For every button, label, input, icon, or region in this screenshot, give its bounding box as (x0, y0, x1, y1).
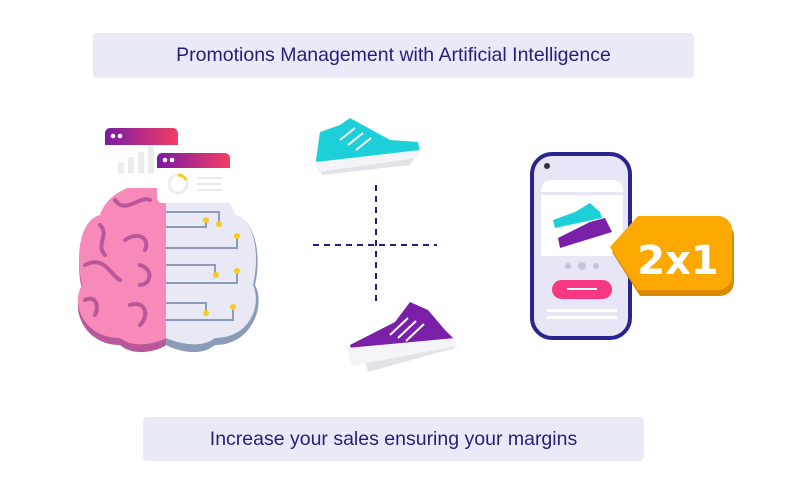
ai-brain-icon (77, 128, 259, 353)
dashed-cross-divider (313, 185, 437, 305)
sneaker-purple-icon (347, 302, 457, 372)
smartphone-icon (530, 152, 632, 340)
promo-tag-label: 2x1 (637, 238, 718, 284)
title-banner: Promotions Management with Artificial In… (93, 33, 694, 78)
subtitle-banner: Increase your sales ensuring your margin… (143, 417, 644, 461)
promo-tag-icon: 2x1 (610, 216, 734, 296)
dashboard-window-icon (157, 153, 230, 203)
sneaker-cyan-icon (316, 118, 420, 175)
